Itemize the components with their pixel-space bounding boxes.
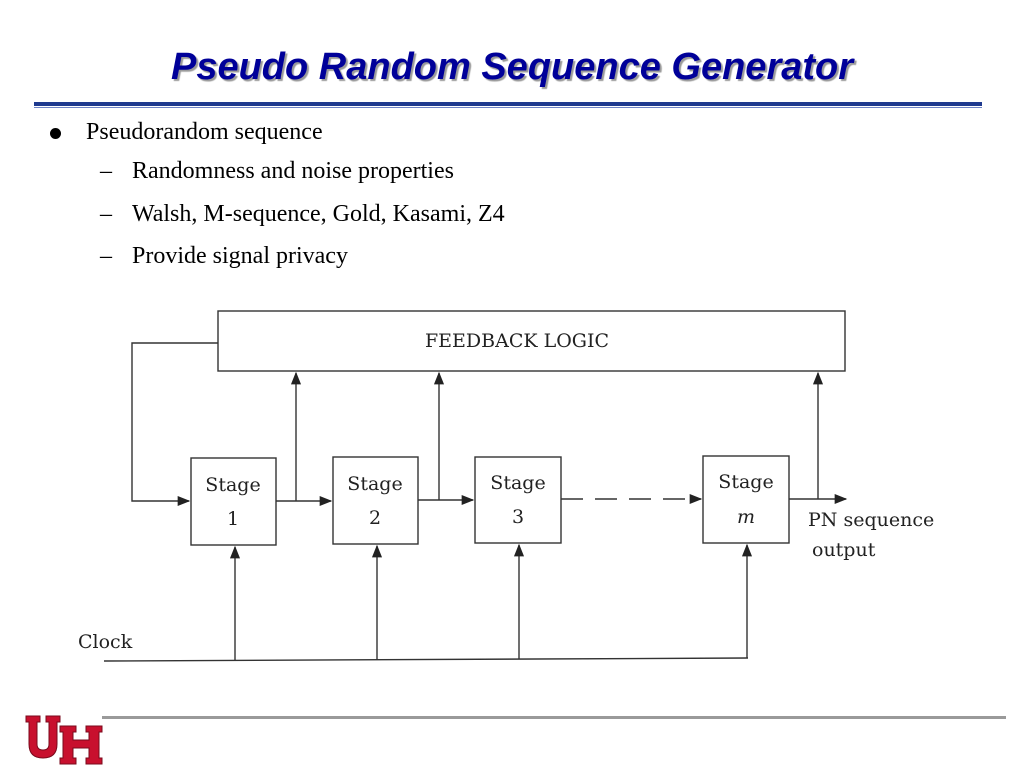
subbullet-item: –Provide signal privacy — [100, 243, 348, 270]
stage-2-box — [332, 456, 419, 545]
clock-label: Clock — [78, 631, 133, 653]
slide-title: Pseudo Random Sequence Generator — [170, 46, 854, 88]
uh-logo — [25, 715, 103, 765]
title-divider-thin — [34, 107, 982, 108]
bullet-pseudorandom: Pseudorandom sequence — [86, 119, 323, 145]
dash-marker: – — [100, 201, 112, 227]
bullet-dot — [50, 128, 61, 139]
footer-divider — [102, 716, 1006, 719]
stage-1-box — [190, 457, 277, 546]
stage-m-index: m — [737, 506, 755, 528]
stage-1-index: 1 — [227, 508, 239, 530]
stage-3-label: Stage — [490, 472, 545, 494]
stage-3-index: 3 — [512, 506, 524, 528]
pn-output-label-line2: output — [812, 539, 876, 561]
stage-3-box — [474, 456, 562, 544]
feedback-loop-line — [131, 342, 218, 507]
stage-1-label: Stage — [205, 474, 260, 496]
title-divider — [34, 102, 982, 106]
dash-marker: – — [100, 158, 112, 184]
subbullet-text: Provide signal privacy — [132, 243, 348, 269]
subbullet-text: Walsh, M-sequence, Gold, Kasami, Z4 — [132, 201, 505, 227]
stage-m-box — [702, 455, 790, 544]
clock-line — [103, 657, 749, 662]
stage-m-label: Stage — [718, 471, 773, 493]
dash-marker: – — [100, 243, 112, 269]
stage-2-label: Stage — [347, 473, 402, 495]
subbullet-item: –Walsh, M-sequence, Gold, Kasami, Z4 — [100, 201, 505, 228]
stage-2-index: 2 — [369, 507, 381, 529]
feedback-logic-label: FEEDBACK LOGIC — [425, 330, 609, 352]
feedback-logic-box — [217, 310, 846, 372]
subbullet-item: –Randomness and noise properties — [100, 158, 454, 185]
pn-output-label-line1: PN sequence — [808, 509, 934, 531]
subbullet-text: Randomness and noise properties — [132, 158, 454, 184]
